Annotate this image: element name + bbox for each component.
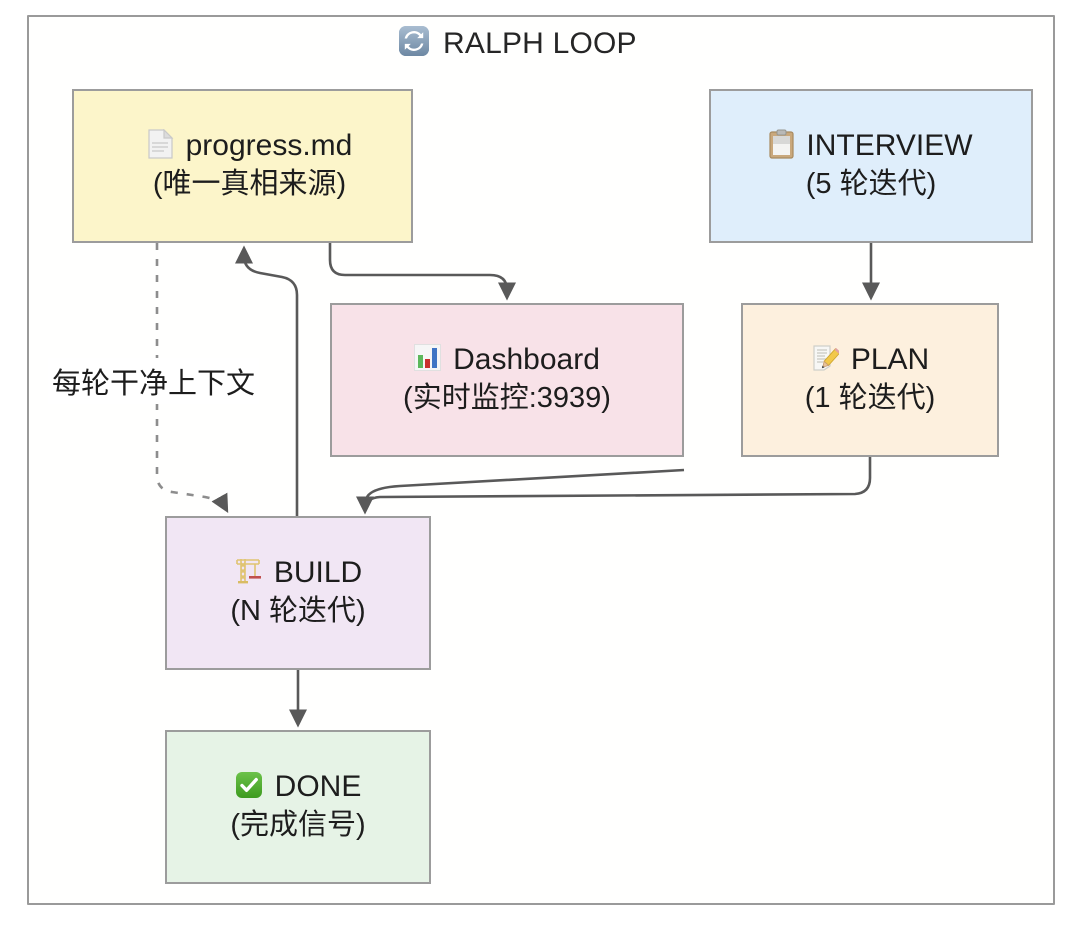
- construction-crane-icon: [234, 556, 262, 590]
- node-done-sublabel: (完成信号): [230, 808, 366, 841]
- edge-label-clean-context: 每轮干净上下文: [48, 358, 260, 404]
- node-plan-sublabel: (1 轮迭代): [804, 381, 936, 414]
- node-progress-md-title-row: progress.md: [147, 128, 353, 164]
- node-build-title-row: BUILD: [234, 555, 362, 590]
- node-progress-md-sublabel: (唯一真相来源): [152, 167, 347, 200]
- bar-chart-icon: [414, 344, 442, 376]
- check-mark-button-icon: [235, 771, 263, 804]
- node-interview-title-row: INTERVIEW: [769, 128, 973, 164]
- node-build[interactable]: BUILD (N 轮迭代): [165, 516, 431, 670]
- diagram-title-text: RALPH LOOP: [443, 27, 637, 60]
- node-progress-md[interactable]: progress.md (唯一真相来源): [72, 89, 413, 243]
- node-interview-sublabel: (5 轮迭代): [805, 167, 937, 200]
- node-plan-label: PLAN: [850, 343, 930, 377]
- node-dashboard[interactable]: Dashboard (实时监控:3939): [330, 303, 684, 457]
- page-facing-up-icon: [147, 128, 174, 164]
- node-plan[interactable]: PLAN (1 轮迭代): [741, 303, 999, 457]
- node-done-label: DONE: [274, 770, 362, 804]
- node-dashboard-title-row: Dashboard: [414, 342, 600, 377]
- node-progress-md-label: progress.md: [185, 129, 353, 163]
- memo-icon: [811, 344, 841, 377]
- node-dashboard-label: Dashboard: [453, 343, 600, 377]
- node-interview-label: INTERVIEW: [806, 129, 973, 163]
- clipboard-icon: [769, 129, 795, 164]
- diagram-title: RALPH LOOP: [398, 22, 660, 66]
- node-build-label: BUILD: [273, 556, 363, 590]
- node-interview[interactable]: INTERVIEW (5 轮迭代): [709, 89, 1033, 243]
- node-plan-title-row: PLAN: [811, 342, 929, 377]
- node-done[interactable]: DONE (完成信号): [165, 730, 431, 884]
- arrows-counterclockwise-icon: [398, 25, 430, 63]
- node-done-title-row: DONE: [235, 769, 362, 804]
- node-dashboard-sublabel: (实时监控:3939): [403, 381, 611, 414]
- node-build-sublabel: (N 轮迭代): [230, 594, 366, 627]
